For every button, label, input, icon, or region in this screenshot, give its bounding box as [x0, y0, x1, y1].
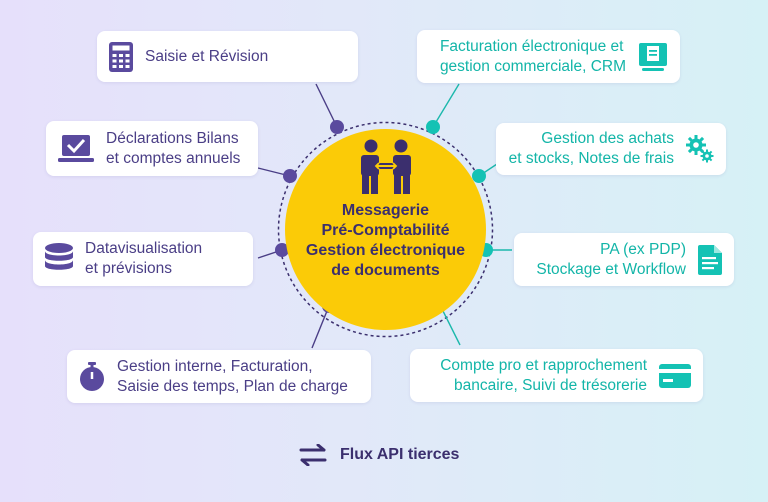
item-datavisualisation[interactable]: Datavisualisation et prévisions: [33, 232, 253, 286]
database-icon: [45, 243, 73, 275]
node-dot-declarations: [283, 169, 297, 183]
item-facturation-electronique[interactable]: Facturation électronique et gestion comm…: [417, 30, 680, 83]
stopwatch-icon: [79, 361, 105, 392]
node-dot-saisie: [330, 120, 344, 134]
item-label: Datavisualisation et prévisions: [85, 240, 203, 277]
item-declarations-bilans[interactable]: Déclarations Bilans et comptes annuels: [46, 121, 258, 176]
center-title: Messagerie Pré-Comptabilité Gestion élec…: [305, 202, 466, 279]
node-dot-facturation: [426, 120, 440, 134]
item-label: Déclarations Bilans et comptes annuels: [106, 129, 241, 167]
item-label: Gestion interne, Facturation, Saisie des…: [117, 357, 348, 395]
gears-icon: [686, 135, 714, 163]
item-gestion-interne[interactable]: Gestion interne, Facturation, Saisie des…: [67, 350, 371, 403]
link-line-saisie: [315, 83, 338, 128]
item-label: Compte pro et rapprochement bancaire, Su…: [440, 356, 647, 394]
bidirectional-arrows-icon: [298, 444, 328, 466]
center-hub: Messagerie Pré-Comptabilité Gestion élec…: [285, 129, 486, 330]
bank-card-icon: [659, 363, 691, 388]
invoice-screen-icon: [638, 42, 668, 72]
item-gestion-achats[interactable]: Gestion des achats et stocks, Notes de f…: [496, 123, 726, 175]
document-icon: [698, 244, 722, 275]
node-dot-achats: [472, 169, 486, 183]
link-line-gestion-interne: [311, 305, 330, 349]
laptop-check-icon: [58, 134, 94, 163]
legend: Flux API tierces: [298, 444, 459, 466]
link-line-facturation: [432, 83, 460, 128]
item-saisie-revision[interactable]: Saisie et Révision: [97, 31, 358, 82]
legend-label: Flux API tierces: [340, 446, 460, 463]
item-label: Saisie et Révision: [145, 47, 269, 65]
item-pa-stockage[interactable]: PA (ex PDP) Stockage et Workflow: [514, 233, 734, 286]
calculator-icon: [109, 41, 133, 72]
handshake-people-icon: [356, 139, 416, 195]
item-label: PA (ex PDP) Stockage et Workflow: [536, 240, 686, 278]
item-compte-pro[interactable]: Compte pro et rapprochement bancaire, Su…: [410, 349, 703, 402]
item-label: Facturation électronique et gestion comm…: [439, 37, 626, 75]
dashed-orbit: [277, 121, 494, 338]
item-label: Gestion des achats et stocks, Notes de f…: [508, 130, 674, 167]
